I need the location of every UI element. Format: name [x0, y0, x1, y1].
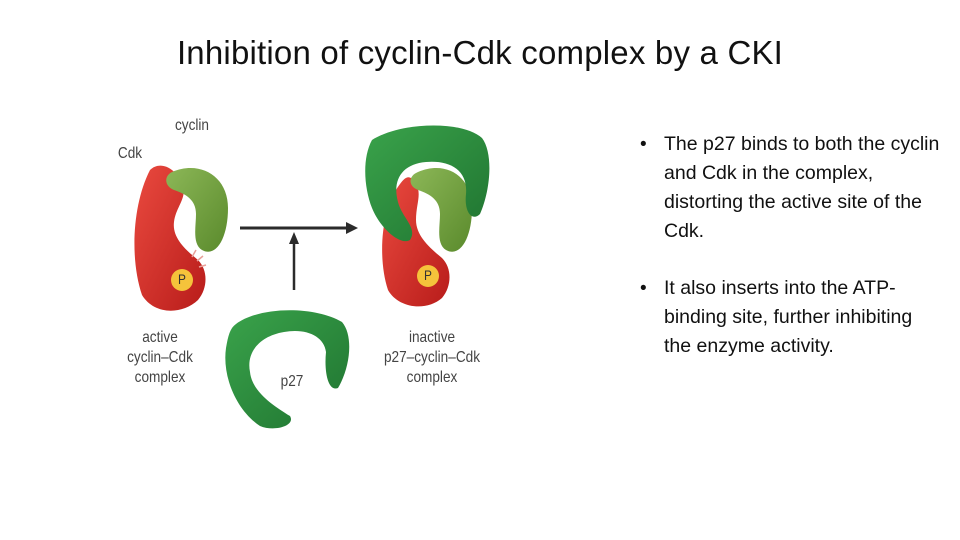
- phosphate-circle-right: [417, 265, 439, 287]
- p27-shape: [225, 310, 350, 429]
- label-cyclin: cyclin: [174, 117, 209, 134]
- reaction-arrow: [240, 222, 358, 290]
- phosphate-circle-left: [171, 269, 193, 291]
- active-complex-shape: [134, 165, 228, 311]
- label-p27: p27: [280, 373, 304, 390]
- label-active-complex: active cyclin–Cdk complex: [127, 329, 193, 386]
- label-phosphate-right: P: [424, 267, 432, 283]
- label-cdk: Cdk: [117, 145, 143, 162]
- activity-rays: [191, 249, 207, 268]
- p27-bound-shape: [365, 125, 490, 242]
- cyclin-shape: [166, 168, 228, 252]
- bullet-item-2: • It also inserts into the ATP-binding s…: [640, 274, 940, 361]
- bullet-item-1: • The p27 binds to both the cyclin and C…: [640, 130, 940, 246]
- cyclin-shape-inactive: [410, 168, 472, 252]
- bullet-marker: •: [640, 278, 647, 299]
- diagram-illustration: [134, 125, 490, 429]
- bullet-list: • The p27 binds to both the cyclin and C…: [640, 130, 940, 389]
- bullet-marker: •: [640, 134, 647, 155]
- cki-inhibition-diagram: cyclin Cdk P P active cyclin–Cdk complex…: [110, 110, 490, 450]
- inactive-complex-shape: [365, 125, 490, 307]
- slide-title: Inhibition of cyclin-Cdk complex by a CK…: [176, 34, 784, 71]
- bullet-text-2: It also inserts into the ATP-binding sit…: [664, 277, 913, 357]
- label-inactive-complex: inactive p27–cyclin–Cdk complex: [383, 329, 480, 386]
- bullet-text-1: The p27 binds to both the cyclin and Cdk…: [664, 133, 940, 242]
- label-phosphate-left: P: [178, 271, 186, 287]
